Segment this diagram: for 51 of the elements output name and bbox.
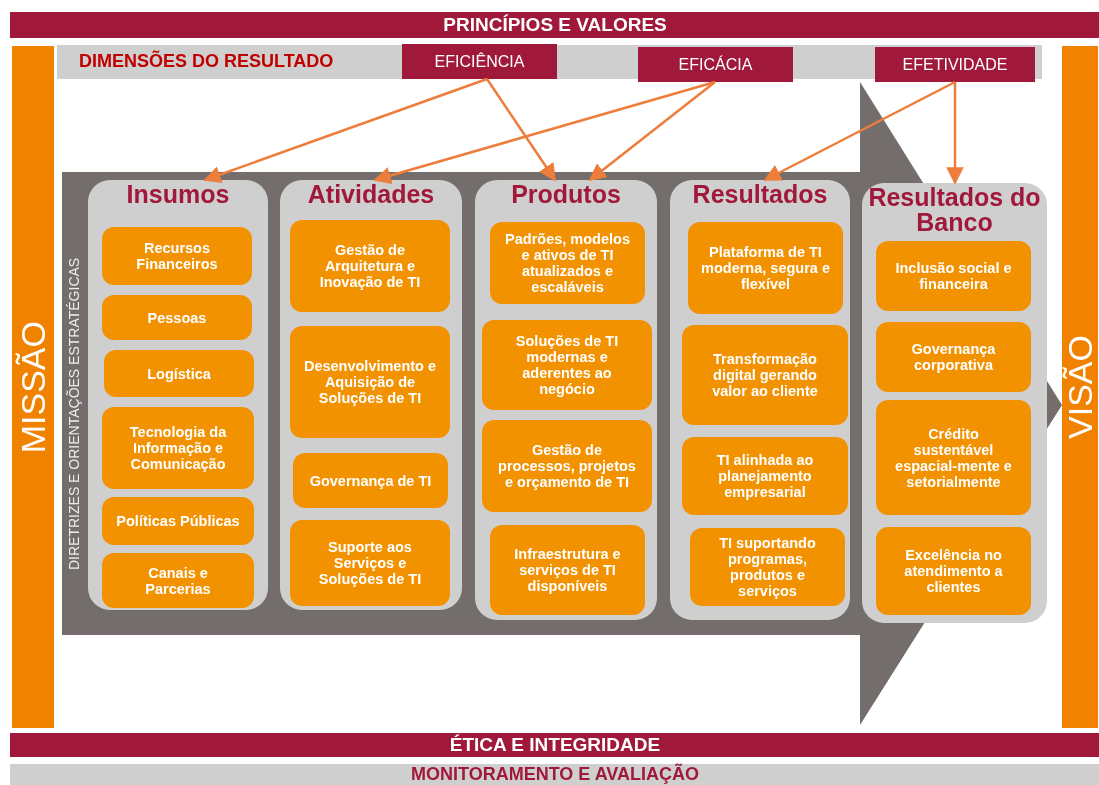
stage-item: Soluções de TI modernas e aderentes ao negócio [482,320,652,410]
column-heading: Insumos [125,182,231,207]
band-title: MISSÃO [16,320,50,454]
dimension-tag: EFETIVIDADE [875,47,1035,82]
column-heading: Resultados do Banco [867,185,1042,235]
stage-item: Inclusão social e financeira [876,241,1031,311]
stage-item: Plataforma de TI moderna, segura e flexível [688,222,843,314]
stage-item: Políticas Públicas [102,497,254,545]
stage-item: Governança de TI [293,453,448,508]
stage-item: Governança corporativa [876,322,1031,392]
dimension-band [57,45,1042,79]
stage-item: Crédito sustentável espacial-mente e setorialmente [876,400,1031,515]
stage-item: Padrões, modelos e ativos de TI atualizados e escaláveis [490,222,645,304]
band-title: DIMENSÕES DO RESULTADO [79,51,334,72]
stage-item: Logística [104,350,254,397]
side-band [12,46,54,728]
header-band: PRINCÍPIOS E VALORES [10,12,1099,38]
stage-item: Suporte aos Serviços e Soluções de TI [290,520,450,606]
stage-column [670,180,850,620]
band-title: VISÃO [1063,335,1097,439]
arrow [203,77,488,183]
dimension-tag: EFICÁCIA [638,47,793,82]
stage-column [88,180,268,610]
stage-column [862,183,1047,623]
column-heading: Resultados [691,182,829,207]
side-caption: DIRETRIZES E ORIENTAÇÕES ESTRATÉGICAS [66,256,82,573]
dimension-tag: EFICIÊNCIA [402,44,557,79]
stage-item: Transformação digital gerando valor ao cliente [682,325,848,425]
stage-item: Infraestrutura e serviços de TI disponíveis [490,525,645,615]
footer-band: ÉTICA E INTEGRIDADE [10,733,1099,757]
stage-column [475,180,657,620]
arrow [588,81,716,182]
stage-item: TI alinhada ao planejamento empresarial [682,437,848,515]
column-heading: Produtos [510,182,622,207]
stage-item: Pessoas [102,295,252,340]
column-heading: Atividades [306,182,436,207]
arrow [485,78,557,182]
stage-item: Recursos Financeiros [102,227,252,285]
stage-item: Canais e Parcerias [102,553,254,608]
arrow [373,80,716,185]
arrow [946,82,964,185]
stage-item: TI suportando programas, produtos e serviços [690,528,845,606]
stage-item: Tecnologia da Informação e Comunicação [102,407,254,489]
stage-item: Gestão de processos, projetos e orçamento de TI [482,420,652,512]
arrow [763,80,956,182]
stage-item: Desenvolvimento e Aquisição de Soluções de TI [290,326,450,438]
stage-column [280,180,462,610]
stage-item: Gestão de Arquitetura e Inovação de TI [290,220,450,312]
footer-band: MONITORAMENTO E AVALIAÇÃO [10,764,1099,785]
side-band [1062,46,1098,728]
stage-item: Excelência no atendimento a clientes [876,527,1031,615]
